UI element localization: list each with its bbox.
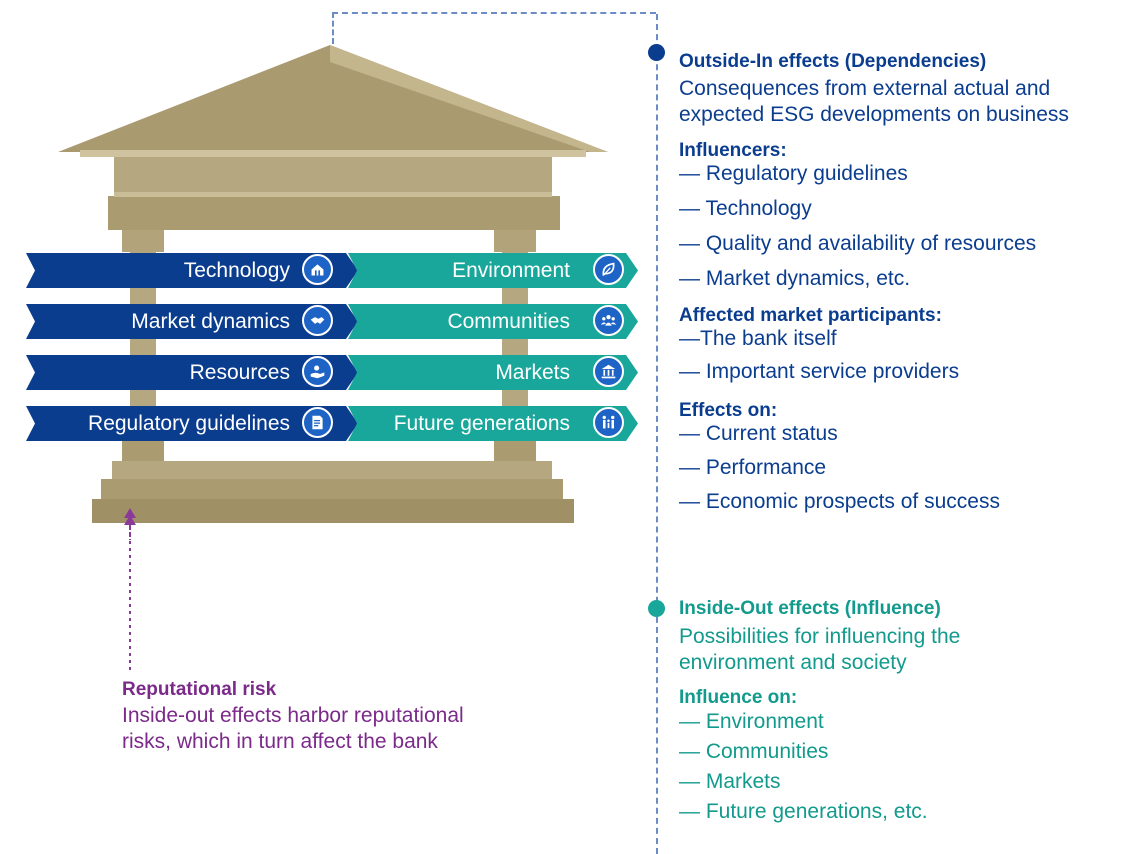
inside-out-title: Inside-Out effects (Influence) [679, 598, 941, 619]
list-item: — Future generations, etc. [679, 800, 928, 823]
effects-heading: Effects on: [679, 400, 778, 421]
band-market-dynamics: Market dynamics [26, 304, 358, 339]
effects-list: — Current status — Performance — Economi… [679, 417, 1069, 519]
band-label: Environment [452, 259, 570, 282]
band-regulatory-guidelines: Regulatory guidelines [26, 406, 358, 441]
band-resources: Resources [26, 355, 358, 390]
list-item: —The bank itself [679, 327, 837, 350]
band-label: Communities [447, 310, 570, 333]
connector-top-vertical [332, 12, 334, 44]
band-technology: Technology [26, 253, 358, 288]
reputational-risk-section: Reputational risk Inside-out effects har… [122, 678, 562, 755]
inside-out-desc-2: environment and society [679, 651, 907, 674]
reputational-risk-desc-2: risks, which in turn affect the bank [122, 730, 438, 753]
connector-top-horizontal [332, 12, 656, 14]
temple-step-1 [112, 461, 552, 480]
band-label: Resources [189, 361, 290, 384]
band-future-generations: Future generations [348, 406, 638, 441]
band-communities: Communities [348, 304, 638, 339]
temple-step-3 [92, 499, 574, 523]
temple-entablature [114, 157, 552, 197]
temple-step-2 [101, 479, 563, 500]
outside-in-section: Outside-In effects (Dependencies) Conseq… [679, 50, 1069, 519]
reputational-arrow [124, 515, 136, 670]
list-item: — Technology [679, 197, 812, 220]
reputational-arrow-head [124, 508, 136, 518]
list-item: — Regulatory guidelines [679, 162, 908, 185]
influencers-heading: Influencers: [679, 140, 787, 161]
participants-heading: Affected market participants: [679, 305, 942, 326]
band-label: Market dynamics [131, 310, 290, 333]
technology-icon [302, 254, 333, 285]
outside-in-bullet [648, 44, 665, 61]
list-item: — Communities [679, 740, 829, 763]
leaf-icon [593, 254, 624, 285]
influence-heading: Influence on: [679, 687, 798, 708]
list-item: — Markets [679, 770, 781, 793]
resources-icon [302, 356, 333, 387]
band-markets: Markets [348, 355, 638, 390]
temple-roof-ledge [80, 150, 586, 157]
bank-icon [593, 356, 624, 387]
outside-in-desc-2: expected ESG developments on business [679, 103, 1069, 126]
inside-out-desc-1: Possibilities for influencing the [679, 625, 961, 648]
inside-out-section: Inside-Out effects (Influence) Possibili… [679, 597, 960, 827]
temple-roof [58, 45, 608, 152]
outside-in-title: Outside-In effects (Dependencies) [679, 51, 987, 72]
connector-right-vertical [656, 14, 658, 854]
list-item: — Performance [679, 456, 827, 479]
list-item: — Economic prospects of success [679, 490, 1000, 513]
list-item: — Environment [679, 710, 824, 733]
list-item: — Current status [679, 422, 838, 445]
family-icon [593, 407, 624, 438]
influencers-list: — Regulatory guidelines — Technology — Q… [679, 156, 1069, 296]
band-label: Technology [183, 259, 290, 282]
reputational-risk-title: Reputational risk [122, 679, 277, 700]
participants-list: —The bank itself — Important service pro… [679, 322, 1069, 388]
inside-out-bullet [648, 600, 665, 617]
band-label: Regulatory guidelines [88, 412, 290, 435]
list-item: — Important service providers [679, 360, 960, 383]
band-label: Future generations [393, 412, 570, 435]
community-icon [593, 305, 624, 336]
list-item: — Quality and availability of resources [679, 232, 1037, 255]
band-environment: Environment [348, 253, 638, 288]
reputational-risk-desc-1: Inside-out effects harbor reputational [122, 704, 464, 727]
band-label: Markets [495, 361, 570, 384]
outside-in-desc-1: Consequences from external actual and [679, 77, 1051, 100]
document-icon [302, 407, 333, 438]
influence-list: — Environment — Communities — Markets — … [679, 707, 960, 827]
list-item: — Market dynamics, etc. [679, 267, 911, 290]
handshake-icon [302, 305, 333, 336]
